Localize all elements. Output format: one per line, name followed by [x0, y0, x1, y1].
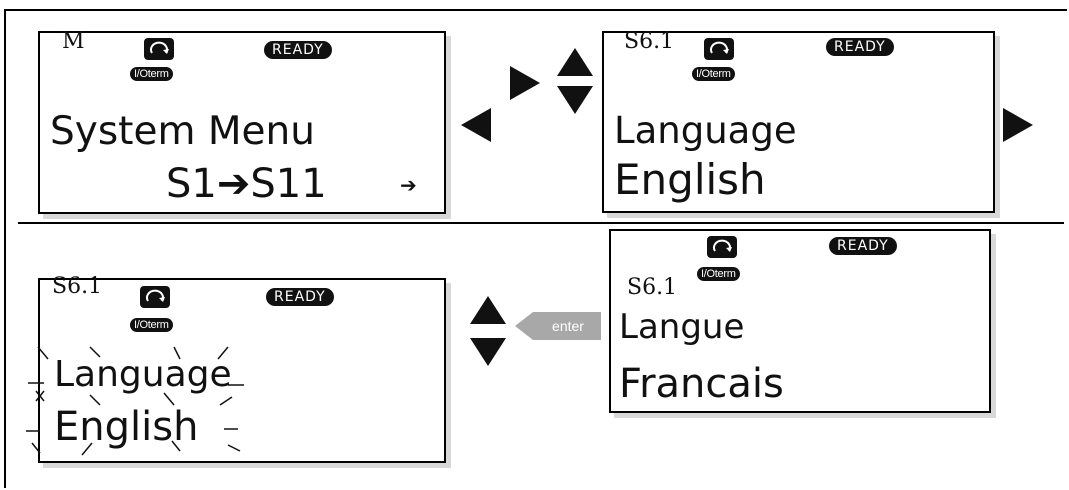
status-badge: READY: [826, 38, 894, 56]
rotation-direction-icon: [704, 38, 734, 60]
frame-left-border: [4, 9, 6, 488]
parameter-title: Langue: [619, 307, 745, 347]
enter-key-icon[interactable]: [515, 312, 601, 340]
parameter-title: Language: [614, 109, 797, 152]
display-panel-language-english: S6.1 I/Oterm READY Language English: [602, 29, 995, 213]
page-arrow-icon: ➔: [400, 173, 417, 197]
display-panel-system-menu: M I/Oterm READY System Menu S1➔S11 ➔: [38, 29, 446, 214]
arrow-left-icon[interactable]: [461, 108, 491, 142]
blink-indicator-icon: [26, 346, 244, 456]
io-term-badge: I/Oterm: [130, 67, 173, 81]
arrow-up-icon[interactable]: [557, 48, 593, 76]
arrow-up-icon[interactable]: [470, 296, 506, 324]
rotation-direction-icon: [144, 38, 174, 60]
menu-code: S6.1: [624, 29, 675, 54]
diagram-frame: [4, 9, 1067, 488]
rotation-direction-icon: [140, 286, 170, 308]
status-badge: READY: [264, 41, 332, 59]
io-term-badge: I/Oterm: [692, 67, 735, 81]
display-panel-language-edit: S6.1 I/Oterm READY Language English: [38, 274, 446, 463]
parameter-value: English: [614, 155, 766, 204]
rotation-direction-icon: [707, 236, 737, 258]
io-term-badge: I/Oterm: [130, 318, 173, 332]
menu-code: S6.1: [52, 274, 103, 299]
parameter-value-blinking: English: [54, 404, 199, 450]
menu-code: M: [62, 29, 85, 54]
enter-button-label[interactable]: enter: [552, 318, 584, 334]
arrow-down-icon[interactable]: [557, 86, 593, 114]
arrow-right-icon[interactable]: [510, 66, 540, 100]
menu-code: S6.1: [627, 275, 678, 300]
menu-title: System Menu: [50, 109, 315, 154]
display-panel-langue-francais: I/Oterm READY S6.1 Langue Francais: [609, 229, 991, 413]
arrow-down-icon[interactable]: [470, 338, 506, 366]
parameter-title: Language: [54, 354, 232, 395]
status-badge: READY: [829, 237, 897, 255]
arrow-right-icon[interactable]: [1003, 108, 1033, 142]
status-badge: READY: [266, 288, 334, 306]
row-divider: [18, 222, 1064, 224]
io-term-badge: I/Oterm: [697, 267, 740, 281]
frame-top-border: [4, 9, 1067, 11]
parameter-value: Francais: [619, 361, 784, 407]
menu-range: S1➔S11: [166, 161, 327, 207]
